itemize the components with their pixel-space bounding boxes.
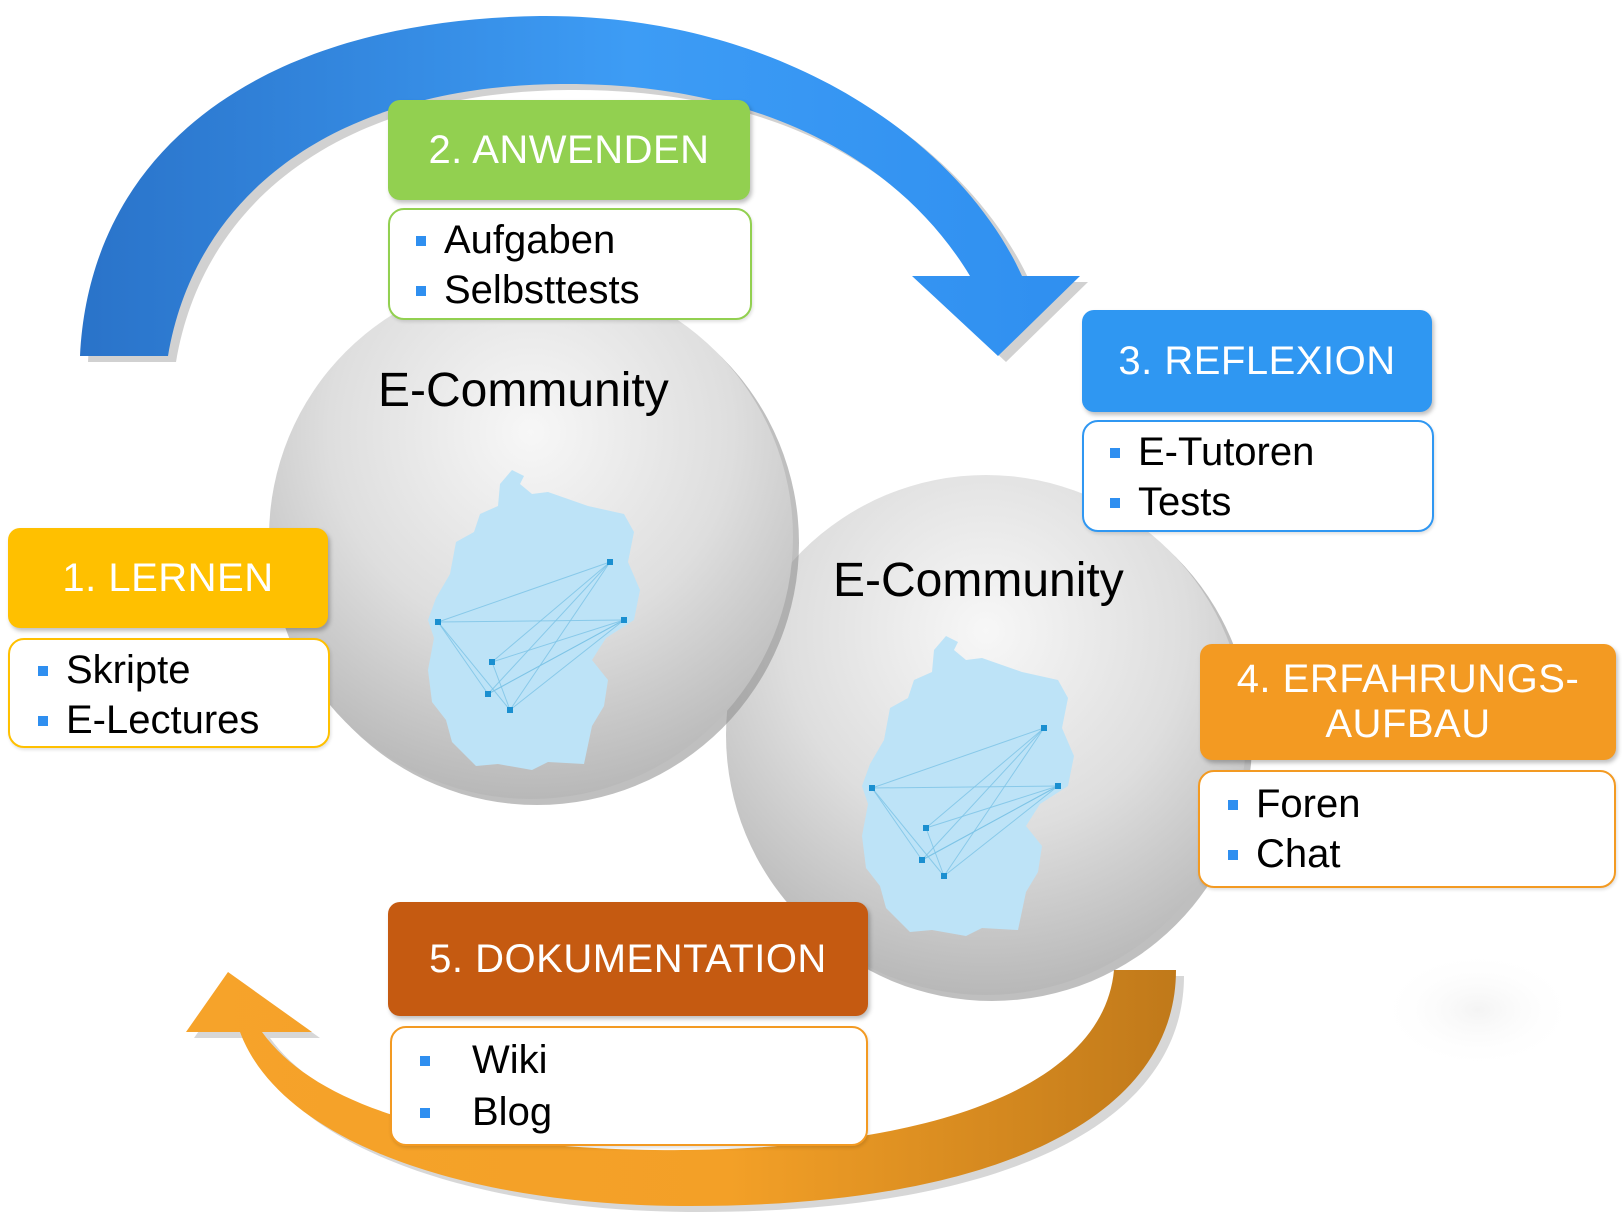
map-network-node	[435, 619, 441, 625]
map-network-link	[921, 727, 1045, 861]
step-reflect-title: 3. REFLEXION	[1118, 338, 1396, 383]
bullet-icon	[1228, 799, 1238, 810]
map-network-link	[487, 619, 625, 695]
map-outline	[862, 636, 1074, 936]
map-network-link	[437, 619, 625, 623]
step-documentation-header: 5. DOKUMENTATION	[388, 902, 868, 1016]
bullet-icon	[420, 1107, 430, 1118]
list-item-label: Chat	[1256, 832, 1341, 876]
map-network-node	[1041, 725, 1047, 731]
step-reflect-header: 3. REFLEXION	[1082, 310, 1432, 412]
map-network-link	[871, 727, 1045, 789]
step-experience-title-line1: 4. ERFAHRUNGS-	[1236, 657, 1580, 702]
curved-arrow-left-icon	[186, 970, 1184, 1213]
map-network-link	[871, 787, 923, 861]
list-item: Wiki	[420, 1038, 548, 1083]
map-network-link	[925, 727, 1045, 829]
step-learn-header: 1. LERNEN	[8, 528, 328, 628]
map-network-link	[925, 785, 1059, 829]
list-item: E-Lectures	[38, 698, 259, 743]
map-network-link	[487, 561, 611, 695]
map-network-node	[621, 617, 627, 623]
list-item: Chat	[1228, 832, 1341, 877]
list-item-label: Aufgaben	[444, 218, 616, 262]
map-network-node	[485, 691, 491, 697]
map-network-node	[507, 707, 513, 713]
map-network-link	[943, 727, 1045, 877]
list-item-label: Tests	[1138, 480, 1232, 524]
list-item-label: E-Lectures	[66, 698, 260, 742]
bullet-icon	[1110, 497, 1120, 508]
community-label: E-Community	[833, 554, 1124, 607]
map-network-node	[941, 873, 947, 879]
step-reflect-list: E-Tutoren Tests	[1082, 420, 1434, 532]
germany-network-map-icon	[428, 470, 640, 770]
step-learn-title: 1. LERNEN	[62, 555, 274, 600]
step-documentation-title: 5. DOKUMENTATION	[429, 936, 827, 981]
map-network-link	[925, 827, 945, 877]
step-documentation-list: Wiki Blog	[390, 1026, 868, 1146]
map-network-link	[921, 785, 1059, 861]
step-learn-list: Skripte E-Lectures	[8, 638, 330, 748]
bullet-icon	[416, 285, 426, 296]
map-network-node	[1055, 783, 1061, 789]
map-network-link	[437, 621, 511, 711]
map-network-node	[489, 659, 495, 665]
map-network-link	[437, 621, 489, 695]
map-network-node	[923, 825, 929, 831]
map-network-link	[509, 619, 625, 711]
decorative-blur	[1378, 950, 1578, 1070]
map-network-link	[943, 785, 1059, 877]
step-apply-list: Aufgaben Selbsttests	[388, 208, 752, 320]
bullet-icon	[38, 715, 48, 726]
map-network-link	[437, 561, 611, 623]
bullet-icon	[1228, 849, 1238, 860]
list-item-label: E-Tutoren	[1138, 430, 1315, 474]
list-item: Tests	[1110, 480, 1231, 525]
list-item-label: Foren	[1256, 782, 1361, 826]
bullet-icon	[420, 1055, 430, 1066]
list-item: Skripte	[38, 648, 191, 693]
step-apply-header: 2. ANWENDEN	[388, 100, 750, 200]
bullet-icon	[38, 665, 48, 676]
map-outline	[428, 470, 640, 770]
list-item: Selbsttests	[416, 268, 640, 313]
map-network-link	[491, 619, 625, 663]
map-network-node	[607, 559, 613, 565]
step-experience-title-line2: AUFBAU	[1325, 702, 1491, 746]
map-network-link	[491, 561, 611, 663]
curved-arrow-right-icon	[80, 15, 1088, 363]
step-apply-title: 2. ANWENDEN	[428, 127, 710, 172]
map-network-node	[919, 857, 925, 863]
bullet-icon	[416, 235, 426, 246]
germany-network-map-icon	[862, 636, 1074, 936]
list-item-label: Wiki	[472, 1038, 548, 1082]
list-item: Blog	[420, 1090, 552, 1135]
list-item-label: Skripte	[66, 648, 191, 692]
step-experience-list: Foren Chat	[1198, 770, 1616, 888]
list-item-label: Selbsttests	[444, 268, 640, 312]
bullet-icon	[1110, 447, 1120, 458]
map-network-link	[509, 561, 611, 711]
list-item: Foren	[1228, 782, 1361, 827]
map-network-link	[871, 785, 1059, 789]
map-network-link	[871, 787, 945, 877]
step-experience-header: 4. ERFAHRUNGS- AUFBAU	[1200, 644, 1616, 760]
map-network-node	[869, 785, 875, 791]
list-item: Aufgaben	[416, 218, 615, 263]
list-item: E-Tutoren	[1110, 430, 1314, 475]
community-label: E-Community	[378, 364, 669, 417]
list-item-label: Blog	[472, 1090, 553, 1134]
map-network-link	[491, 661, 511, 711]
